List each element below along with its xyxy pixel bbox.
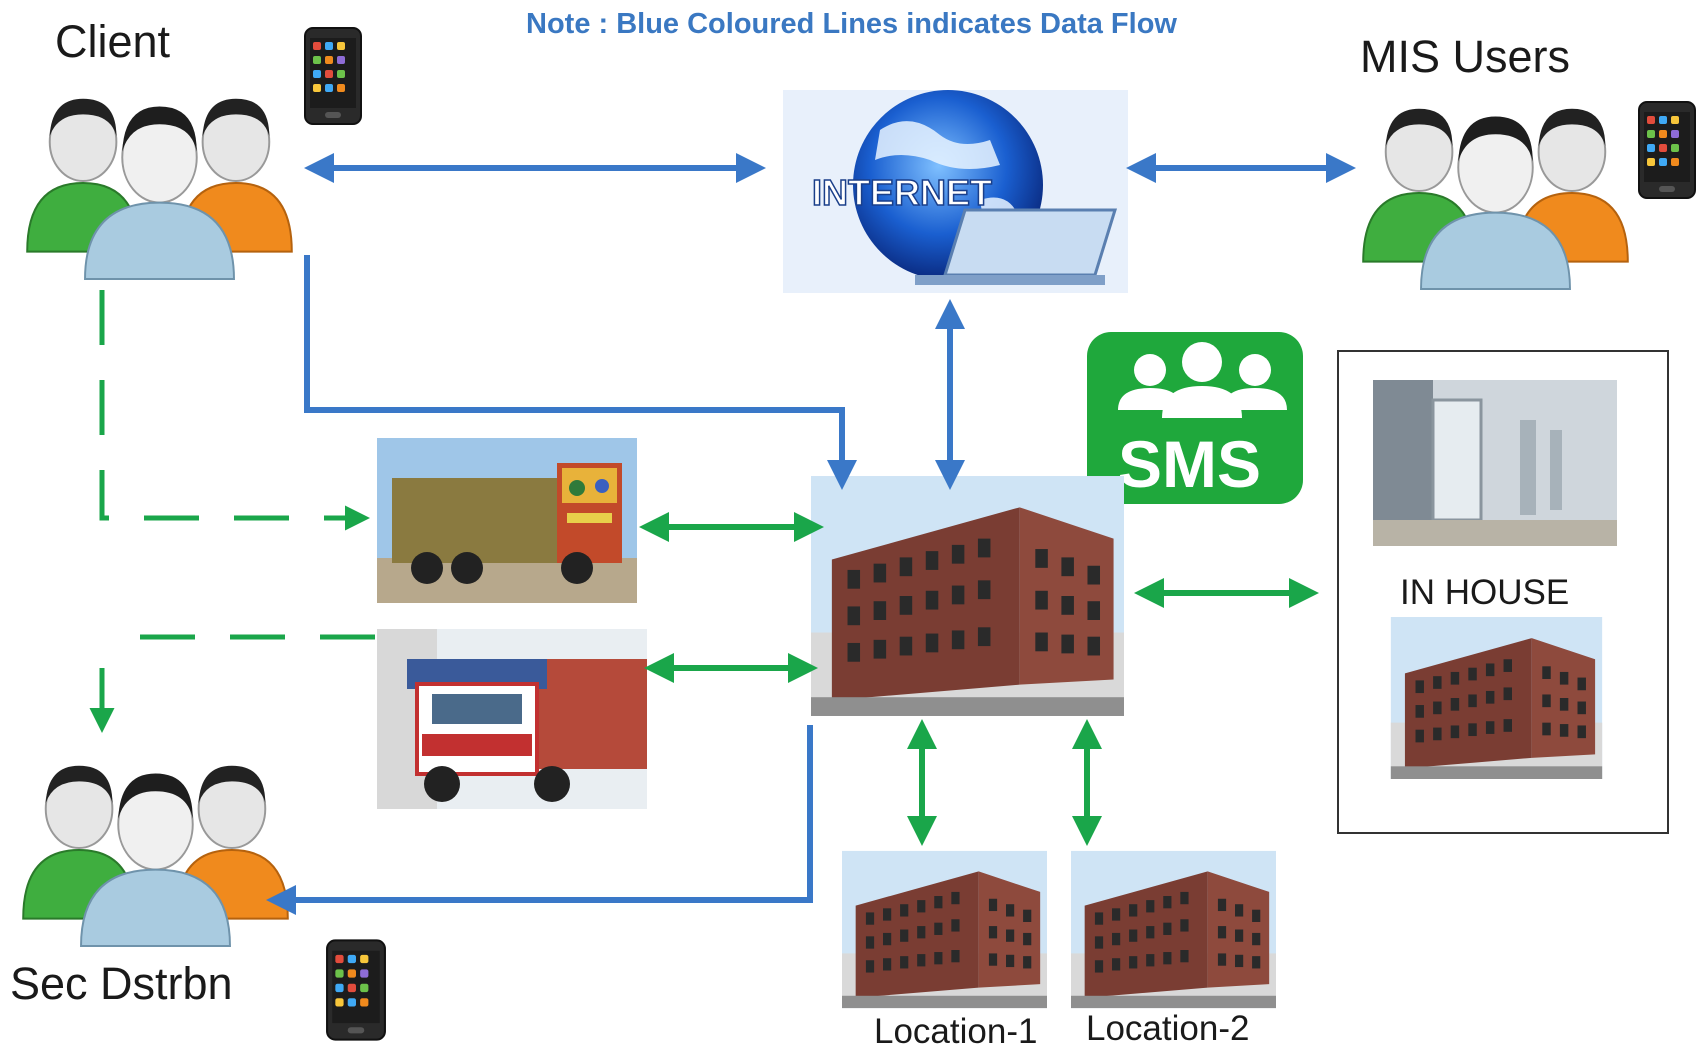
location-1-label: Location-1 bbox=[874, 1012, 1037, 1049]
mis-users-node: MIS Users bbox=[1360, 31, 1697, 291]
sec-dstrbn-label: Sec Dstrbn bbox=[10, 958, 233, 1009]
in-house-label: IN HOUSE bbox=[1400, 573, 1569, 612]
in-house-node: IN HOUSE bbox=[1337, 350, 1669, 834]
sms-label: SMS bbox=[1118, 427, 1261, 501]
arrow-client-warehouse bbox=[304, 255, 857, 490]
sec-dstrbn-node: Sec Dstrbn bbox=[10, 764, 386, 1041]
dashed-client-truck1 bbox=[99, 290, 370, 531]
central-warehouse-image bbox=[811, 476, 1124, 716]
client-phone-icon bbox=[303, 26, 363, 126]
laptop-icon bbox=[942, 208, 1118, 277]
data-flow-note: Note : Blue Coloured Lines indicates Dat… bbox=[526, 8, 1177, 40]
sms-people-icon bbox=[1118, 342, 1287, 418]
in-house-building-image bbox=[1390, 617, 1603, 779]
client-people-icon bbox=[26, 97, 293, 281]
sec-dstrbn-people-icon bbox=[22, 764, 289, 948]
arrow-warehouse-sec-dstrbn bbox=[266, 725, 813, 915]
mis-users-people-icon bbox=[1362, 107, 1629, 291]
location-2-building-image bbox=[1071, 850, 1276, 1009]
internet-node: INTERNET bbox=[783, 90, 1128, 293]
truck-2-image bbox=[377, 629, 647, 809]
client-label: Client bbox=[55, 16, 171, 67]
internet-label: INTERNET bbox=[812, 172, 992, 213]
client-node: Client bbox=[26, 16, 363, 281]
mis-users-phone-icon bbox=[1637, 100, 1697, 200]
in-house-interior-image bbox=[1373, 380, 1617, 546]
location-2-label: Location-2 bbox=[1086, 1009, 1249, 1048]
mis-users-label: MIS Users bbox=[1360, 31, 1570, 82]
truck-1-image bbox=[377, 438, 637, 603]
sec-dstrbn-phone-icon bbox=[326, 939, 386, 1041]
location-1-building-image bbox=[842, 850, 1047, 1009]
sms-node: SMS bbox=[1087, 332, 1303, 504]
